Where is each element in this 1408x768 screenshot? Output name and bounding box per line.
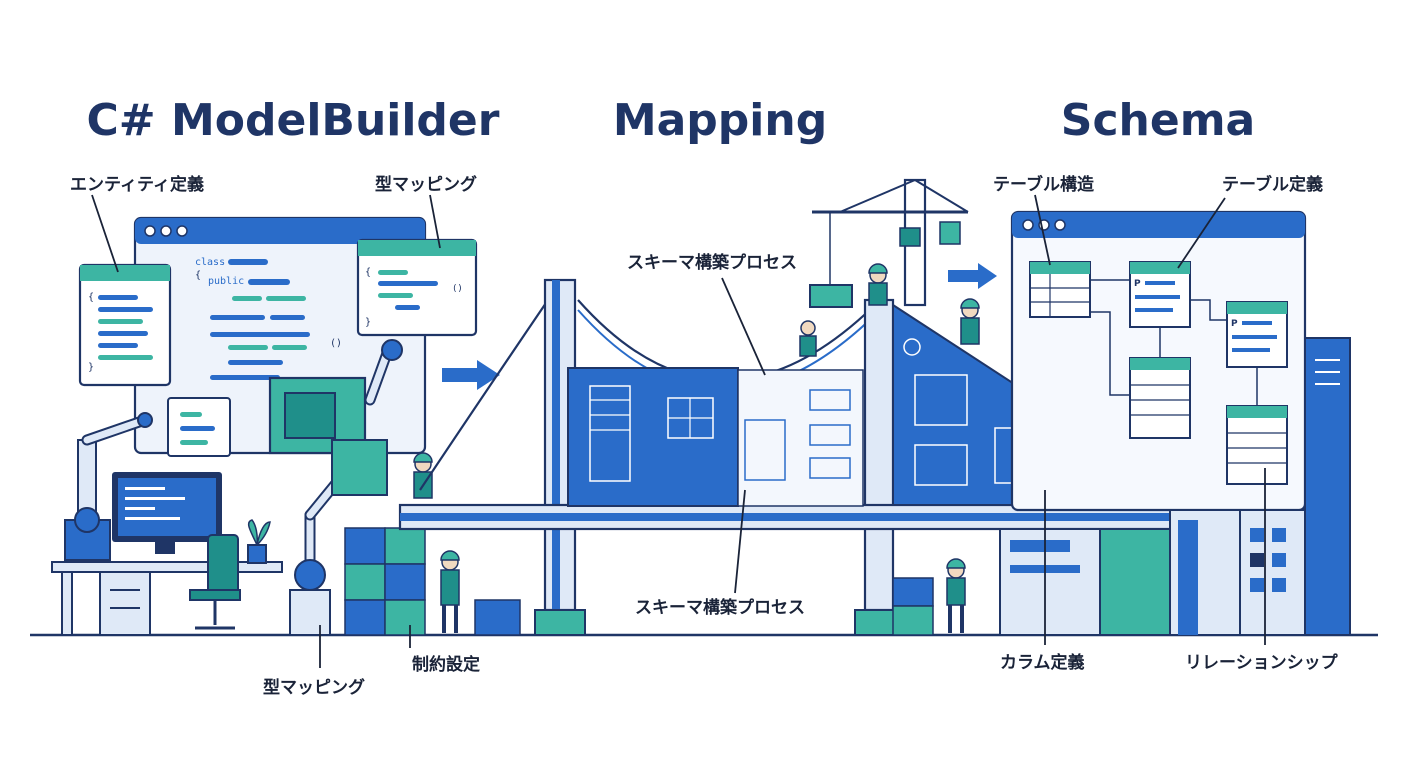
robot-arm-left xyxy=(64,412,153,561)
label-type-mapping-bottom: 型マッピング xyxy=(263,677,365,698)
label-entity-def: エンティティ定義 xyxy=(70,174,204,195)
label-column-def: カラム定義 xyxy=(1000,652,1085,673)
entity-card: { } xyxy=(78,263,172,387)
server-buildings xyxy=(999,337,1351,636)
label-relationship: リレーションシップ xyxy=(1185,652,1339,673)
blueprint-panel-left xyxy=(567,367,739,507)
worker-slope-1 xyxy=(960,298,980,345)
robot-arm-center xyxy=(268,339,403,636)
monitor xyxy=(112,472,222,554)
code-brace: { xyxy=(195,270,201,281)
typecard-brace-close: } xyxy=(365,317,371,328)
pk-marker: P xyxy=(1134,279,1141,289)
worker-crane xyxy=(868,263,888,306)
typecard-paren: () xyxy=(452,284,463,294)
entity-brace-open: { xyxy=(88,292,94,303)
worker-cable xyxy=(799,320,817,357)
title-modelbuilder: C# ModelBuilder xyxy=(87,95,500,146)
label-table-structure: テーブル構造 xyxy=(993,174,1095,195)
block-stack xyxy=(344,527,521,636)
code-class-keyword: class xyxy=(195,257,225,268)
label-table-def: テーブル定義 xyxy=(1222,174,1323,195)
pk-marker-2: P xyxy=(1231,319,1238,329)
title-schema: Schema xyxy=(1061,95,1255,146)
label-schema-process-top: スキーマ構築プロセス xyxy=(627,252,797,273)
label-constraints: 制約設定 xyxy=(412,654,480,675)
code-public-keyword: public xyxy=(208,276,244,287)
schema-table-3 xyxy=(1129,357,1191,439)
worker-left-bottom xyxy=(440,550,460,633)
code-paren: () xyxy=(330,338,342,349)
schema-relation-lines xyxy=(1090,279,1258,406)
type-mapping-card: { () } xyxy=(356,238,478,337)
label-type-mapping-top: 型マッピング xyxy=(375,174,477,195)
leader-lines xyxy=(91,194,1266,668)
label-schema-process-bottom: スキーマ構築プロセス xyxy=(635,597,805,618)
desk xyxy=(51,561,283,636)
schema-table-4: P xyxy=(1226,301,1288,368)
worker-bottom-right xyxy=(946,558,966,633)
schema-table-2: P xyxy=(1129,261,1191,328)
office-chair xyxy=(189,534,241,630)
blueprint-panel-center xyxy=(737,369,864,507)
arrow-right-left-icon xyxy=(442,360,500,390)
schema-table-5 xyxy=(1226,405,1288,485)
arrow-right-right-icon xyxy=(948,263,997,289)
plant-icon xyxy=(247,519,271,564)
typecard-brace-open: { xyxy=(365,267,371,278)
crane xyxy=(809,178,969,308)
code-snippet-card xyxy=(167,397,231,457)
schema-table-1 xyxy=(1029,261,1091,318)
title-mapping: Mapping xyxy=(613,95,827,146)
entity-brace-close: } xyxy=(88,362,94,373)
crate-stack-right xyxy=(892,577,934,636)
